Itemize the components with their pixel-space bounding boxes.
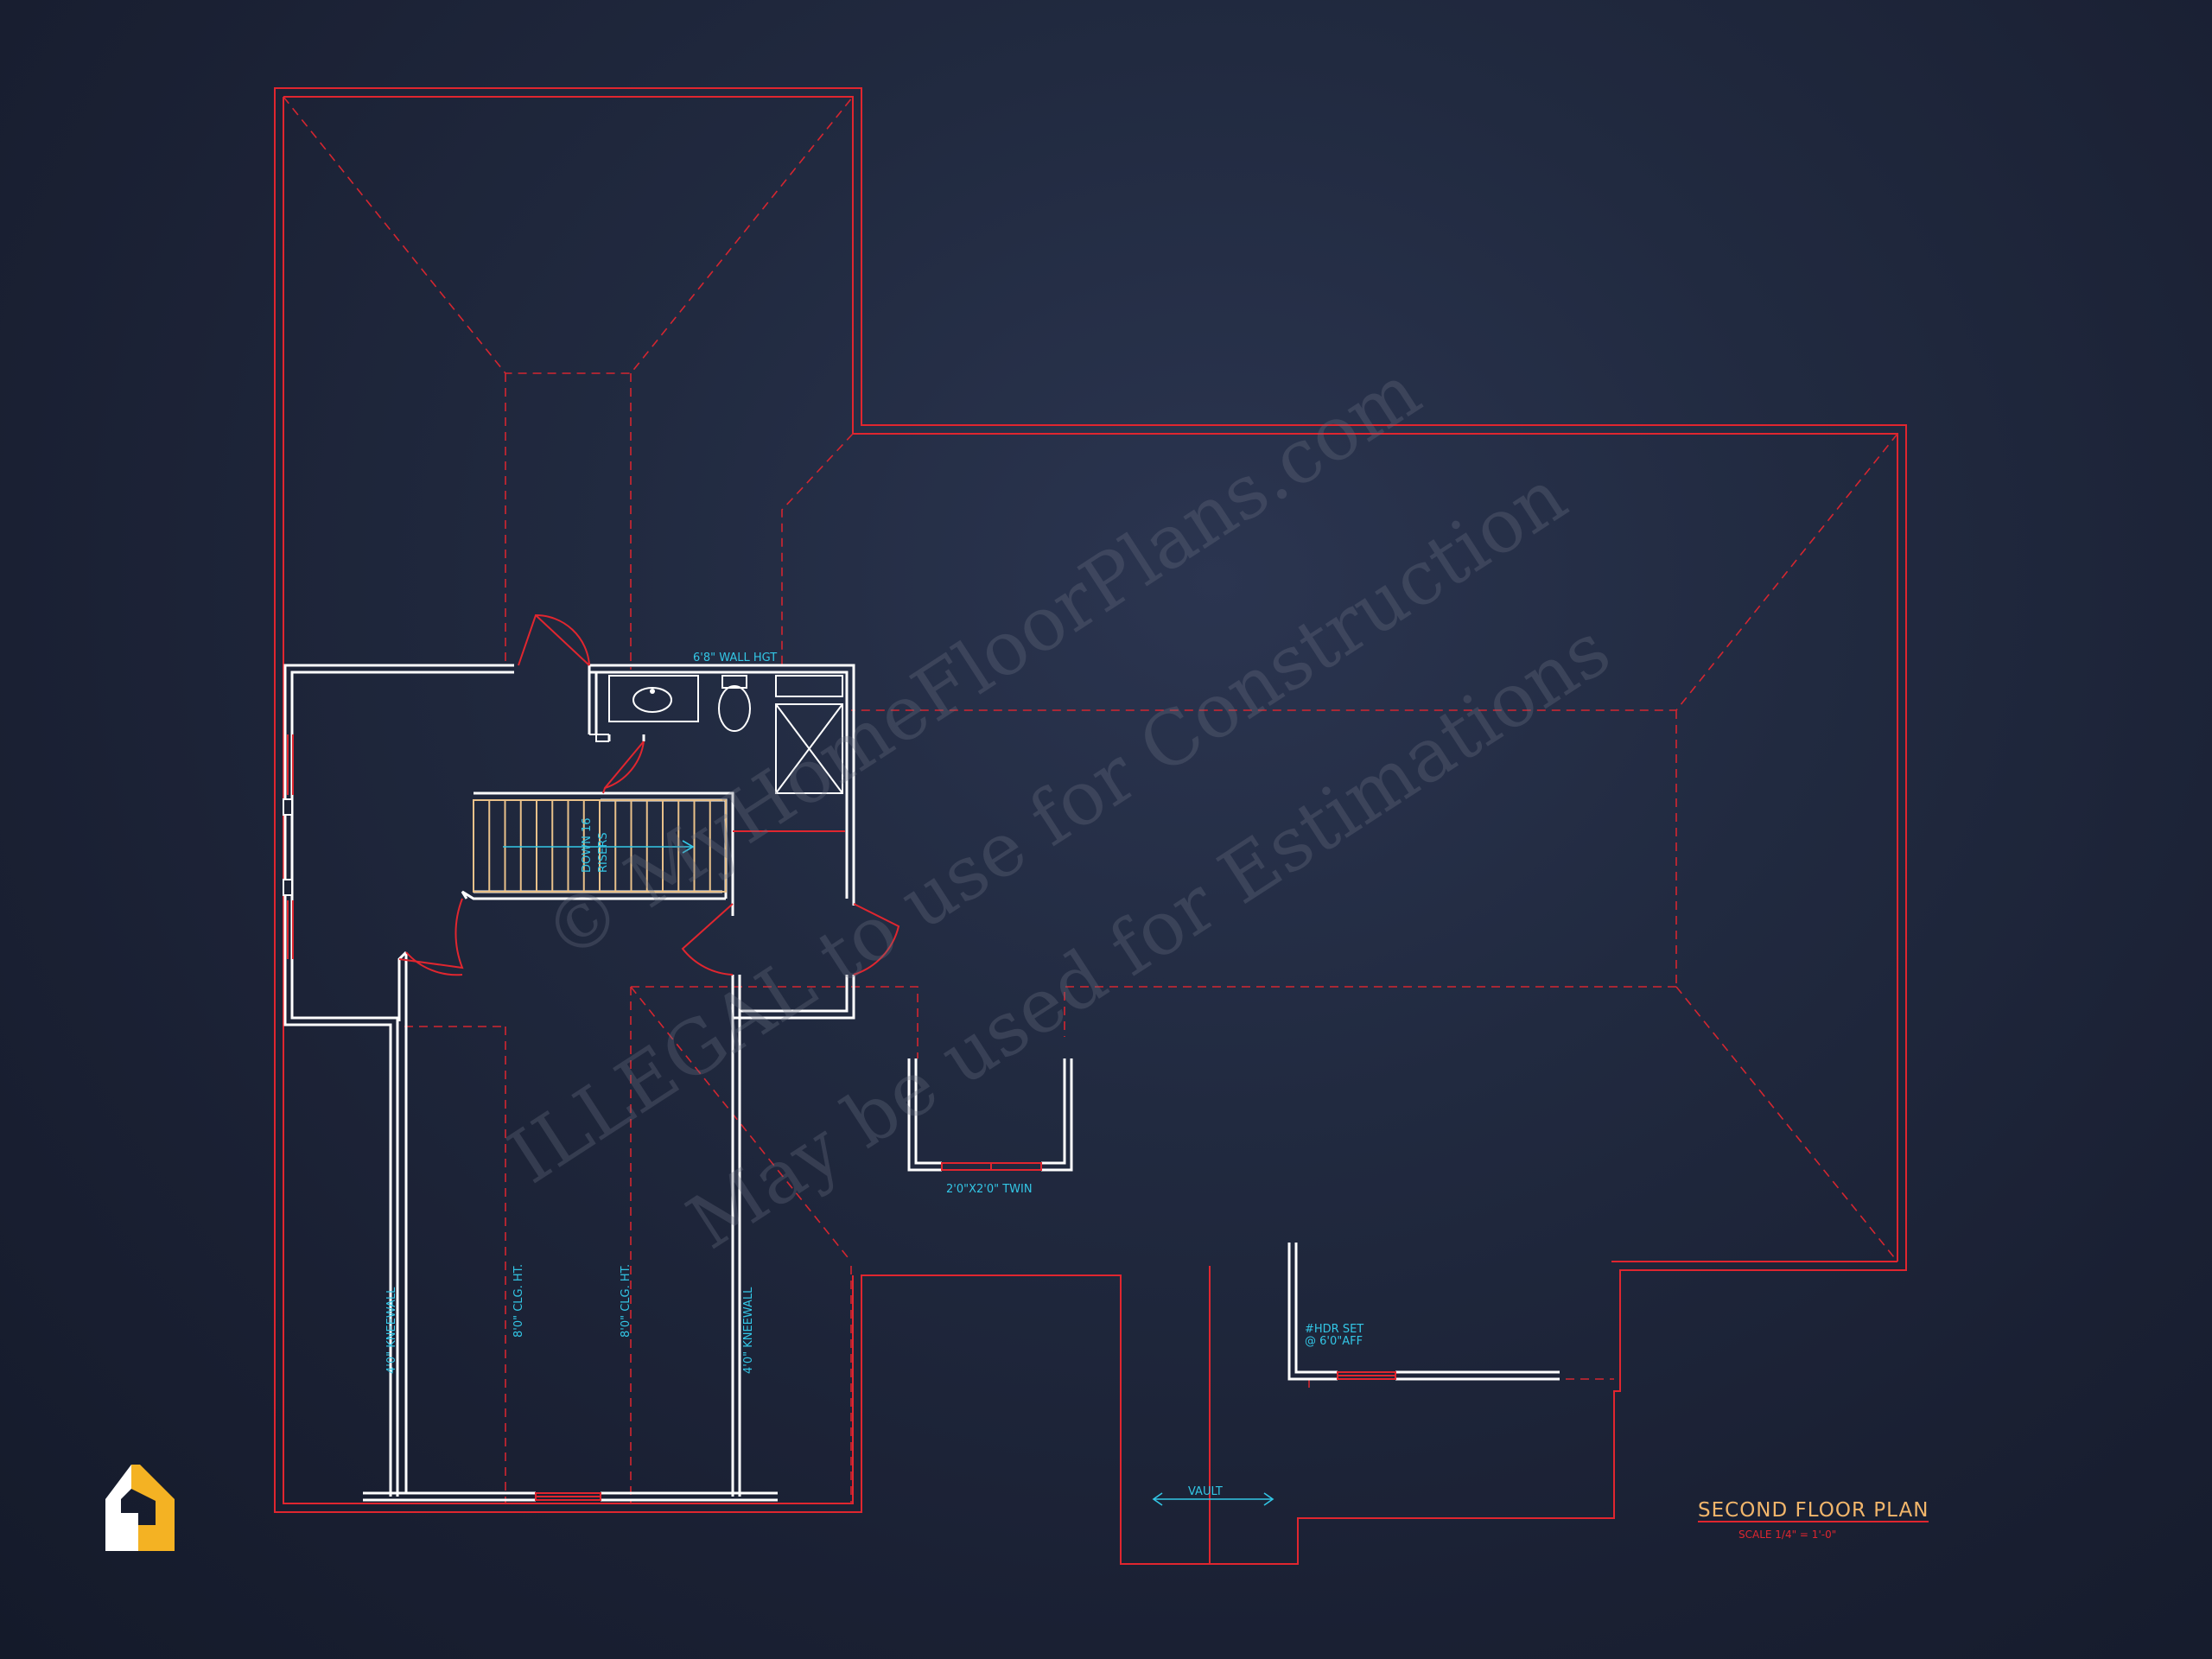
window-size-label: 2'0"X2'0" TWIN (946, 1183, 1033, 1196)
ceiling-height-left-label: 8'0" CLG. HT. (512, 1264, 525, 1338)
title-block: SECOND FLOOR PLAN SCALE 1/4" = 1'-0" (1698, 1499, 1929, 1541)
doors (398, 613, 900, 976)
drawing-title: SECOND FLOOR PLAN (1698, 1499, 1929, 1522)
house-logo-icon (105, 1465, 175, 1551)
roof-hips (283, 96, 1898, 1503)
windows (535, 1162, 1396, 1501)
stairs[interactable] (473, 799, 727, 893)
kneewall-right-label: 4'0" KNEEWALL (742, 1287, 755, 1374)
kneewall-left-label: 4'0" KNEEWALL (385, 1287, 398, 1374)
annotations: 6'8" WALL HGT DOWN 16 RISERS 4'0" KNEEWA… (385, 652, 1363, 1506)
stairs-label-line1: DOWN 16 (581, 818, 594, 874)
drawing-scale: SCALE 1/4" = 1'-0" (1738, 1529, 1836, 1541)
watermark: © MyHomeFloorPlans.com ILLEGAL to use fo… (494, 348, 1625, 1267)
vault-arrow-head-left (1152, 1492, 1163, 1506)
stairs-label-line2: RISERS (597, 832, 610, 873)
wall-height-label: 6'8" WALL HGT (693, 652, 777, 664)
header-set-label-line2: @ 6'0"AFF (1305, 1335, 1363, 1348)
ceiling-height-right-label: 8'0" CLG. HT. (620, 1264, 632, 1338)
walls (283, 664, 1560, 1502)
vault-arrow-head-right (1263, 1492, 1274, 1506)
header-set-label-line1: #HDR SET (1305, 1323, 1363, 1336)
vault-label: VAULT (1188, 1485, 1223, 1498)
